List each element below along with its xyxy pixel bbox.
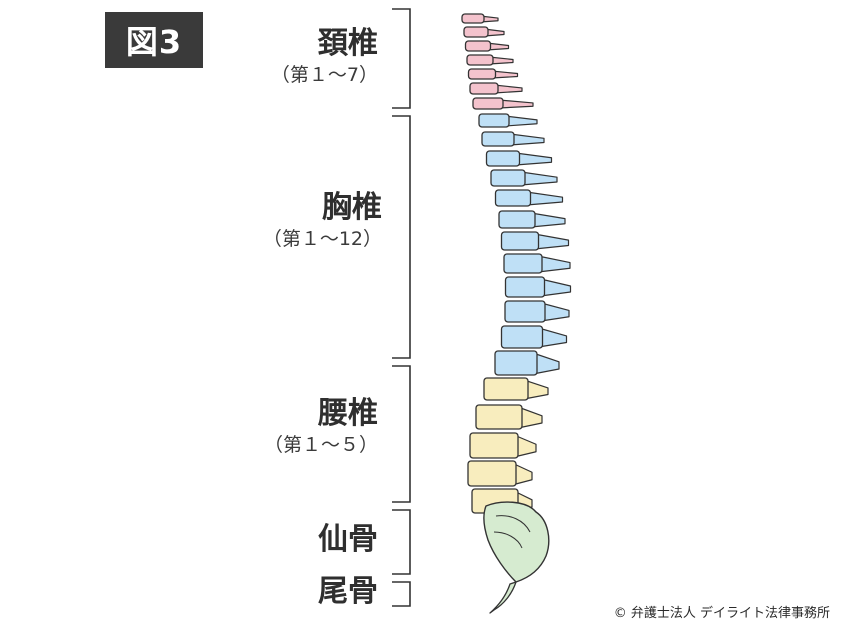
thoracic-vertebra-9 — [504, 276, 546, 298]
sacrum-name: 仙骨 — [318, 522, 378, 557]
thoracic-process-3 — [514, 152, 553, 166]
thoracic-vertebra-8 — [503, 253, 543, 274]
cervical-vertebra-2 — [463, 26, 489, 38]
thoracic-vertebra-5 — [494, 189, 532, 207]
coccyx-bone — [489, 581, 517, 614]
lumbar-name: 腰椎 — [318, 396, 378, 431]
cervical-range: （第１〜7） — [270, 64, 378, 86]
thoracic-vertebra-2 — [481, 131, 515, 147]
sacrum-bone — [483, 501, 550, 583]
cervical-vertebra-5 — [467, 68, 497, 80]
thoracic-process-4 — [520, 171, 558, 186]
thoracic-process-7 — [533, 233, 570, 250]
thoracic-process-1 — [504, 115, 538, 127]
region-brackets — [392, 8, 411, 607]
thoracic-process-8 — [537, 255, 571, 273]
cervical-bracket — [392, 8, 411, 109]
vertebral-column — [461, 13, 572, 614]
thoracic-vertebra-10 — [504, 300, 546, 323]
sacrum-label: 仙骨 — [318, 522, 378, 558]
thoracic-process-2 — [509, 133, 545, 146]
lumbar-vertebra-2 — [475, 404, 523, 430]
sacrum-bracket — [392, 509, 411, 575]
lumbar-vertebra-1 — [483, 377, 529, 401]
lumbar-vertebra-4 — [467, 460, 517, 487]
thoracic-vertebra-1 — [478, 113, 510, 128]
thoracic-vertebra-7 — [500, 231, 540, 251]
copyright-credit: © 弁護士法人 デイライト法律事務所 — [613, 606, 830, 621]
thoracic-process-5 — [525, 191, 564, 206]
lumbar-vertebra-3 — [469, 432, 519, 459]
cervical-label: 頚椎 （第１〜7） — [271, 26, 378, 88]
thoracic-process-6 — [530, 212, 566, 228]
thoracic-label: 胸椎 （第１〜12） — [263, 190, 382, 252]
lumbar-bracket — [392, 365, 411, 503]
cervical-vertebra-4 — [466, 54, 494, 66]
thoracic-range: （第１〜12） — [262, 228, 382, 250]
thoracic-vertebra-6 — [498, 210, 536, 229]
lumbar-range: （第１〜５） — [263, 434, 378, 456]
thoracic-vertebra-3 — [485, 150, 521, 167]
cervical-process-7 — [498, 99, 534, 109]
coccyx-name: 尾骨 — [318, 574, 378, 609]
cervical-name: 頚椎 — [318, 26, 378, 61]
sacrum-detail — [493, 515, 531, 549]
lumbar-label: 腰椎 （第１〜５） — [264, 396, 378, 458]
cervical-vertebra-7 — [472, 97, 504, 110]
thoracic-name: 胸椎 — [322, 190, 382, 225]
coccyx-bracket — [392, 581, 411, 607]
cervical-vertebra-6 — [469, 82, 499, 95]
coccyx-label: 尾骨 — [318, 574, 378, 610]
thoracic-vertebra-11 — [500, 325, 544, 349]
cervical-vertebra-3 — [464, 40, 492, 52]
thoracic-bracket — [392, 115, 411, 359]
cervical-vertebra-1 — [461, 13, 485, 24]
thoracic-vertebra-12 — [494, 350, 538, 376]
thoracic-vertebra-4 — [490, 169, 526, 187]
figure-number-badge: 図3 — [105, 12, 203, 68]
